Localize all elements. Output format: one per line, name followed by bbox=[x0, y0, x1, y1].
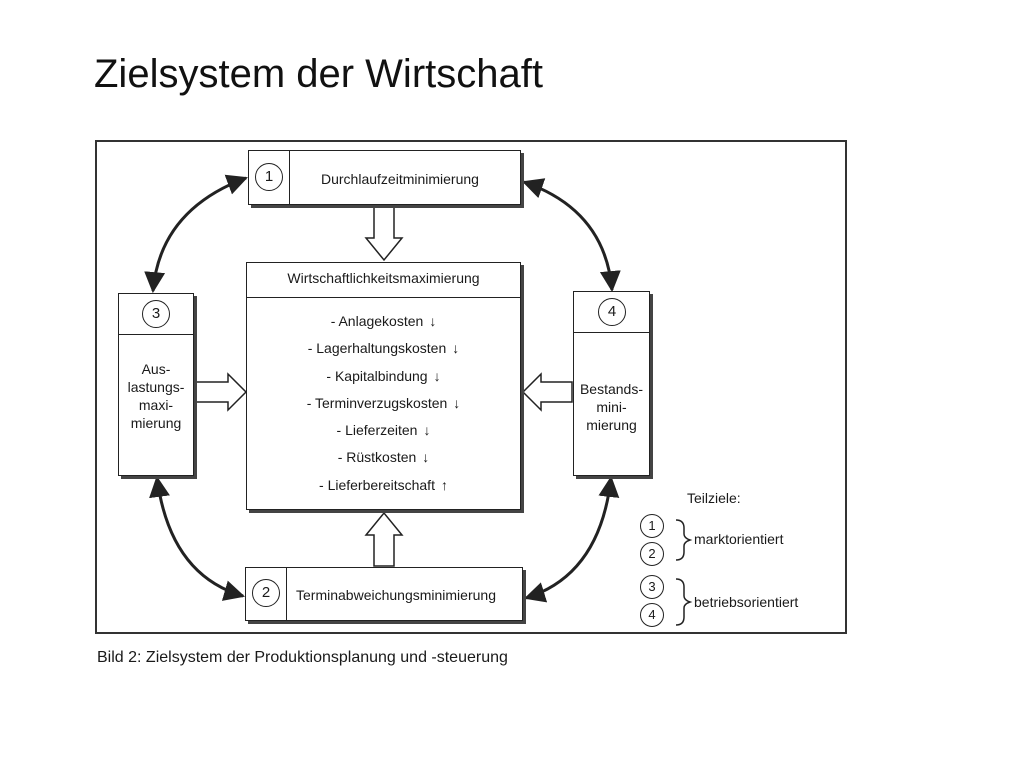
main-goal-box: Wirtschaftlichkeitsmaximierung - Anlagek… bbox=[246, 262, 521, 510]
trend-arrow-icon: ↓ bbox=[429, 313, 437, 329]
item-label: - Lieferzeiten bbox=[336, 422, 418, 439]
block-arrow-left bbox=[195, 372, 248, 412]
figure-frame bbox=[95, 140, 847, 634]
goal-label-line: mierung bbox=[130, 415, 182, 431]
goal-box-terminabweichung: 2 Terminabweichungsminimierung bbox=[245, 567, 523, 621]
item-label: - Lieferbereitschaft bbox=[319, 476, 435, 493]
legend-number-badge: 1 bbox=[640, 514, 664, 538]
legend-title: Teilziele: bbox=[687, 490, 741, 506]
link-goal1-goal4 bbox=[522, 178, 621, 293]
link-goal4-goal2 bbox=[523, 475, 620, 603]
goal-label: Aus- lastungs- maxi- mierung bbox=[119, 360, 193, 432]
block-arrow-right bbox=[521, 372, 573, 412]
goal-label-line: Bestands- bbox=[579, 381, 644, 397]
link-goal3-goal2 bbox=[149, 475, 246, 601]
trend-arrow-icon: ↓ bbox=[422, 449, 430, 466]
legend-number-badge: 2 bbox=[640, 542, 664, 566]
goal-number-badge: 4 bbox=[598, 298, 626, 326]
main-goal-item: - Terminverzugskosten ↓ bbox=[247, 393, 520, 420]
goal-label-line: Aus- bbox=[141, 361, 171, 377]
link-goal1-goal3 bbox=[144, 174, 248, 294]
main-goal-item: - Lieferbereitschaft ↑ bbox=[247, 475, 520, 502]
goal-label: Durchlaufzeitminimierung bbox=[321, 171, 479, 187]
main-goal-item: - Lieferzeiten ↓ bbox=[247, 420, 520, 447]
goal-label: Bestands- mini- mierung bbox=[574, 380, 649, 434]
goal-number-cell: 4 bbox=[574, 292, 649, 333]
goal-label-line: mierung bbox=[586, 417, 637, 433]
trend-arrow-icon: ↓ bbox=[433, 367, 441, 384]
item-label: - Anlagekosten bbox=[330, 313, 424, 329]
slide-title: Zielsystem der Wirtschaft bbox=[94, 52, 543, 96]
trend-arrow-icon: ↑ bbox=[440, 476, 448, 493]
trend-arrow-icon: ↓ bbox=[423, 422, 431, 439]
legend-number-badge: 3 bbox=[640, 575, 664, 599]
goal-number-badge: 2 bbox=[252, 579, 280, 607]
item-label: - Rüstkosten bbox=[337, 449, 417, 466]
goal-number-badge: 1 bbox=[255, 163, 283, 191]
goal-number-cell: 1 bbox=[249, 151, 290, 204]
block-arrow-top bbox=[364, 206, 404, 262]
item-label: - Lagerhaltungskosten bbox=[307, 340, 447, 357]
legend-brace-1 bbox=[675, 519, 693, 561]
goal-label: Terminabweichungsminimierung bbox=[296, 587, 496, 603]
goal-box-durchlaufzeit: 1 Durchlaufzeitminimierung bbox=[248, 150, 521, 205]
goal-label-line: mini- bbox=[596, 399, 627, 415]
main-goal-list: - Anlagekosten ↓ - Lagerhaltungskosten ↓ -… bbox=[247, 311, 520, 502]
goal-box-auslastung: 3 Aus- lastungs- maxi- mierung bbox=[118, 293, 194, 476]
goal-number-cell: 2 bbox=[246, 568, 287, 620]
main-goal-item: - Rüstkosten ↓ bbox=[247, 447, 520, 474]
goal-label-line: lastungs- bbox=[127, 379, 185, 395]
main-goal-item: - Anlagekosten ↓ bbox=[247, 311, 520, 338]
figure-caption: Bild 2: Zielsystem der Produktionsplanun… bbox=[97, 649, 508, 666]
main-goal-item: - Kapitalbindung ↓ bbox=[247, 366, 520, 393]
main-goal-item: - Lagerhaltungskosten ↓ bbox=[247, 338, 520, 365]
goal-number-cell: 3 bbox=[119, 294, 193, 335]
legend-number-badge: 4 bbox=[640, 603, 664, 627]
item-label: - Kapitalbindung bbox=[326, 367, 428, 384]
trend-arrow-icon: ↓ bbox=[452, 340, 460, 357]
goal-number-badge: 3 bbox=[142, 300, 170, 328]
goal-box-bestand: 4 Bestands- mini- mierung bbox=[573, 291, 650, 476]
block-arrow-bottom bbox=[364, 511, 404, 567]
item-label: - Terminverzugskosten bbox=[306, 394, 448, 411]
trend-arrow-icon: ↓ bbox=[453, 394, 461, 411]
legend-brace-2 bbox=[675, 578, 693, 626]
legend-label-betriebsorientiert: betriebsorientiert bbox=[694, 594, 799, 610]
goal-label-line: maxi- bbox=[138, 397, 174, 413]
main-goal-title: Wirtschaftlichkeitsmaximierung bbox=[247, 263, 520, 298]
legend-label-marktorientiert: marktorientiert bbox=[694, 531, 784, 547]
